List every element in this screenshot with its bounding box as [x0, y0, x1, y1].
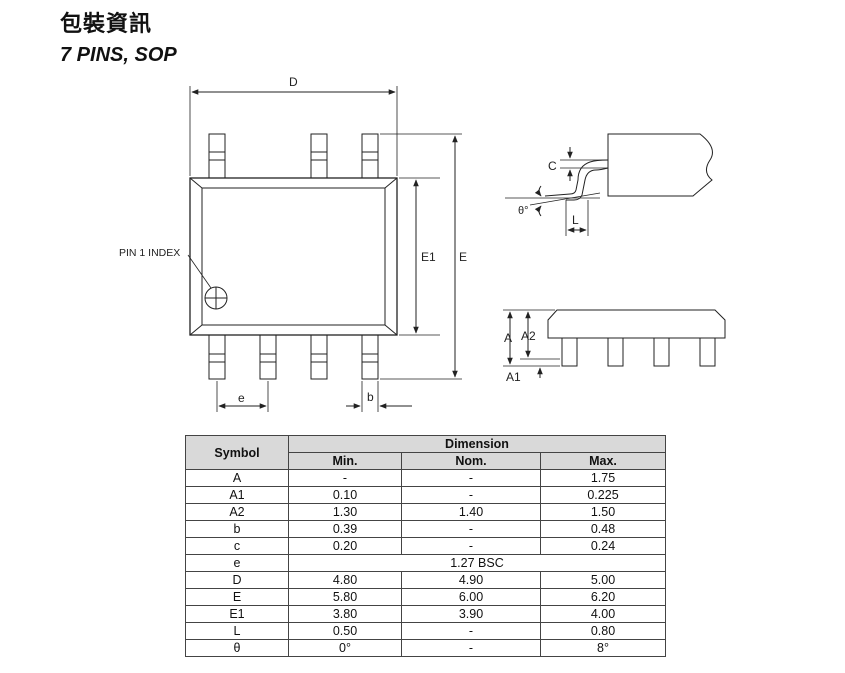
cell-nom: 4.90 [401, 571, 541, 589]
cell-max: 6.20 [540, 588, 666, 606]
cell-symbol: D [185, 571, 289, 589]
cell-nom: - [401, 537, 541, 555]
cell-nom: - [401, 622, 541, 640]
label-E: E [459, 250, 467, 264]
label-b: b [367, 390, 374, 404]
front-view [503, 309, 726, 378]
cell-symbol: L [185, 622, 289, 640]
label-pin1-index: PIN 1 INDEX [119, 247, 180, 259]
cell-symbol: θ [185, 639, 289, 657]
cell-min: 5.80 [288, 588, 402, 606]
label-D: D [289, 75, 298, 89]
cell-nom: 3.90 [401, 605, 541, 623]
header-dimension: Dimension [288, 435, 666, 453]
cell-nom: - [401, 469, 541, 487]
cell-nom: 6.00 [401, 588, 541, 606]
front-pins [561, 337, 716, 367]
cell-max: 0.80 [540, 622, 666, 640]
cell-symbol: c [185, 537, 289, 555]
package-body-inner [201, 187, 386, 326]
page-title: 包裝資訊 [60, 12, 153, 37]
label-e: e [238, 391, 245, 405]
label-E1: E1 [421, 250, 436, 264]
pin1-leader [187, 254, 212, 289]
cell-symbol: A1 [185, 486, 289, 504]
cell-bsc: 1.27 BSC [288, 554, 666, 572]
bottom-pins [208, 334, 379, 380]
cell-nom: - [401, 639, 541, 657]
cell-symbol: b [185, 520, 289, 538]
label-L: L [572, 213, 579, 227]
front-view-labels: A A2 A1 [504, 329, 536, 384]
label-A1: A1 [506, 370, 521, 384]
cell-max: 5.00 [540, 571, 666, 589]
label-A: A [504, 331, 512, 345]
label-theta: θ° [518, 205, 529, 217]
cell-max: 1.50 [540, 503, 666, 521]
header-nom: Nom. [401, 452, 541, 470]
cell-max: 0.48 [540, 520, 666, 538]
cell-symbol: e [185, 554, 289, 572]
top-view-labels: D E1 E PIN 1 INDEX e b [119, 75, 467, 405]
cell-min: 4.80 [288, 571, 402, 589]
cell-min: 0.10 [288, 486, 402, 504]
dimension-table: Symbol Dimension Min. Nom. Max. A--1.75 … [185, 435, 666, 657]
lead-detail-view [505, 133, 713, 236]
cell-nom: 1.40 [401, 503, 541, 521]
cell-nom: - [401, 486, 541, 504]
cell-symbol: E [185, 588, 289, 606]
cell-min: 0.39 [288, 520, 402, 538]
header-symbol: Symbol [185, 435, 289, 470]
top-pins [208, 133, 379, 179]
cell-max: 0.24 [540, 537, 666, 555]
cell-min: 3.80 [288, 605, 402, 623]
cell-min: 0.50 [288, 622, 402, 640]
label-C: C [548, 159, 557, 173]
cell-min: - [288, 469, 402, 487]
table-row: A--1.75 [185, 469, 666, 487]
cell-symbol: A2 [185, 503, 289, 521]
cell-nom: - [401, 520, 541, 538]
package-subtitle: 7 PINS, SOP [60, 44, 177, 66]
cell-max: 8° [540, 639, 666, 657]
lead-detail-labels: C θ° L [518, 159, 579, 227]
cell-max: 4.00 [540, 605, 666, 623]
cell-symbol: E1 [185, 605, 289, 623]
cell-min: 0.20 [288, 537, 402, 555]
header-max: Max. [540, 452, 666, 470]
cell-symbol: A [185, 469, 289, 487]
header-min: Min. [288, 452, 402, 470]
cell-min: 1.30 [288, 503, 402, 521]
package-drawing: D E1 E PIN 1 INDEX e b C θ° L [119, 75, 726, 412]
top-view [187, 86, 462, 412]
label-A2: A2 [521, 329, 536, 343]
cell-max: 0.225 [540, 486, 666, 504]
package-body-outer [189, 177, 398, 336]
cell-max: 1.75 [540, 469, 666, 487]
cell-min: 0° [288, 639, 402, 657]
